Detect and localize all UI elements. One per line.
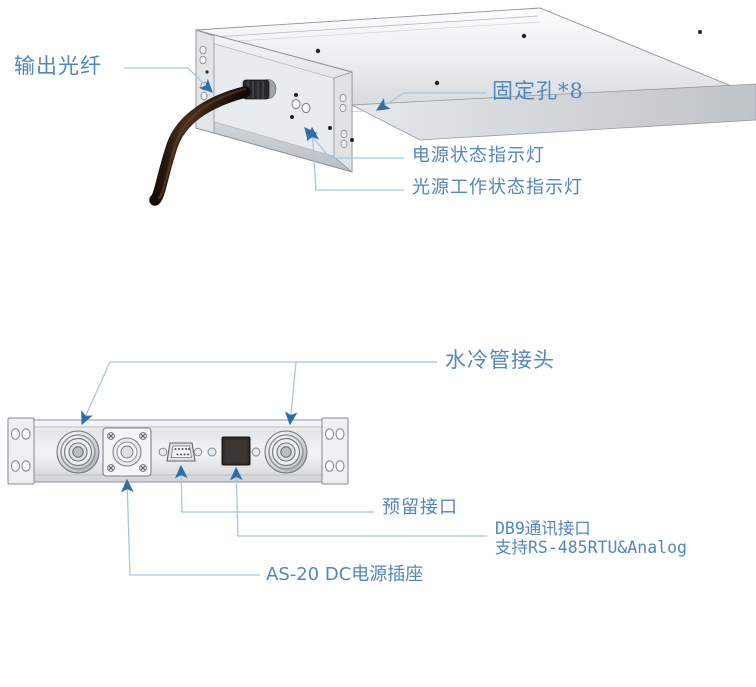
db9-connector bbox=[158, 442, 203, 462]
callout-water-cooling-port: 水冷管接头 bbox=[445, 348, 555, 372]
callout-source-status-led: 光源工作状态指示灯 bbox=[412, 177, 583, 198]
callout-db9-line2: 支持RS-485RTU&Analog bbox=[495, 538, 687, 557]
dc-power-socket bbox=[102, 427, 152, 477]
mounting-hole-dots bbox=[290, 30, 702, 142]
water-connector-left bbox=[56, 430, 100, 474]
leader-lines-top bbox=[124, 67, 486, 191]
callout-mounting-holes: 固定孔*8 bbox=[492, 79, 584, 103]
status-led-group bbox=[291, 98, 311, 114]
callout-power-status-led: 电源状态指示灯 bbox=[412, 145, 545, 166]
rear-panel-device bbox=[7, 417, 349, 485]
callout-dc-socket: AS-20 DC电源插座 bbox=[266, 564, 424, 585]
reserved-port bbox=[207, 436, 261, 466]
water-connector-right bbox=[264, 430, 308, 474]
leader-lines-bottom bbox=[81, 361, 487, 576]
callout-reserved-port: 预留接口 bbox=[382, 497, 458, 518]
callout-fiber-output: 输出光纤 bbox=[14, 54, 102, 78]
callout-db9-line1: DB9通讯接口 bbox=[495, 519, 591, 538]
isometric-device bbox=[149, 7, 756, 206]
